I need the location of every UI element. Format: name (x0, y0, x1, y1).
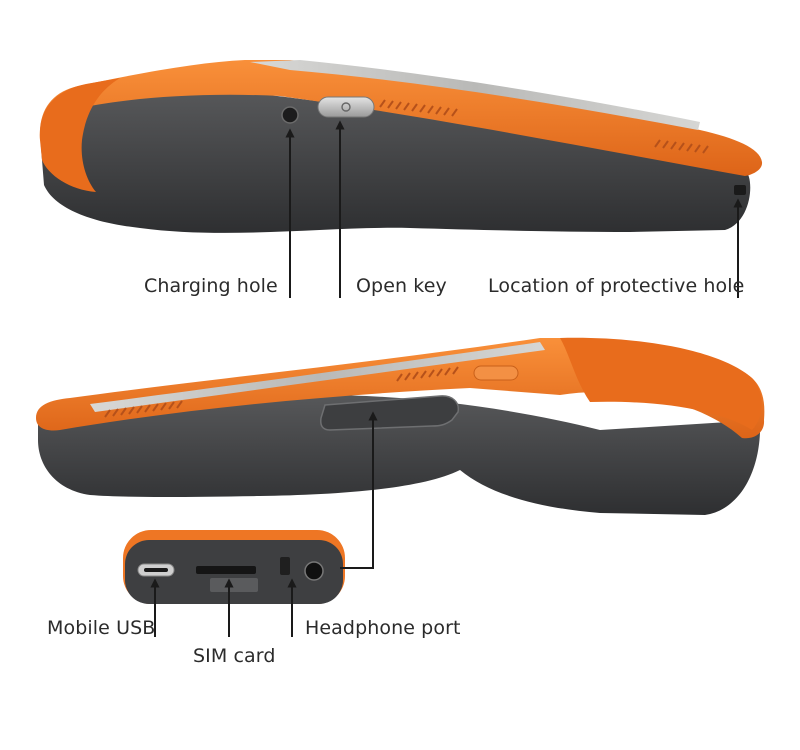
device-bottom-orange-key (473, 365, 519, 381)
pointer-port-cover (340, 411, 378, 569)
pointer-lines (150, 120, 743, 637)
charging-hole-port (281, 106, 299, 124)
device-top-screen-edge (250, 60, 700, 130)
label-mobile-usb: Mobile USB (47, 617, 156, 639)
device-bottom-grip-ridges (104, 366, 459, 418)
label-headphone-port: Headphone port (305, 617, 461, 639)
device-bottom-screen-edge (90, 342, 545, 412)
label-sim-card: SIM card (193, 645, 276, 667)
headphone-port-jack (304, 561, 324, 581)
sim-card-label-plate (210, 578, 258, 592)
label-open-key: Open key (356, 275, 447, 297)
power-symbol-icon (341, 102, 351, 112)
device-bottom-view (36, 337, 765, 515)
device-top-orange-shell (39, 60, 763, 176)
device-top-left-cap (39, 78, 120, 192)
device-top-gray-body (40, 91, 751, 233)
port-closeup (123, 530, 345, 604)
port-cover-panel (320, 395, 460, 431)
device-bottom-gray-body (38, 395, 761, 515)
device-bottom-right-cap (560, 337, 762, 430)
reset-slot (280, 557, 290, 575)
label-protective-hole: Location of protective hole (488, 275, 745, 297)
open-key-button (317, 96, 375, 118)
label-charging-hole: Charging hole (144, 275, 278, 297)
protective-hole-port (734, 185, 746, 195)
device-top-view (39, 60, 763, 233)
mobile-usb-port-inner (144, 568, 168, 572)
device-top-grip-ridges (379, 99, 709, 154)
sim-card-slot (196, 566, 256, 574)
